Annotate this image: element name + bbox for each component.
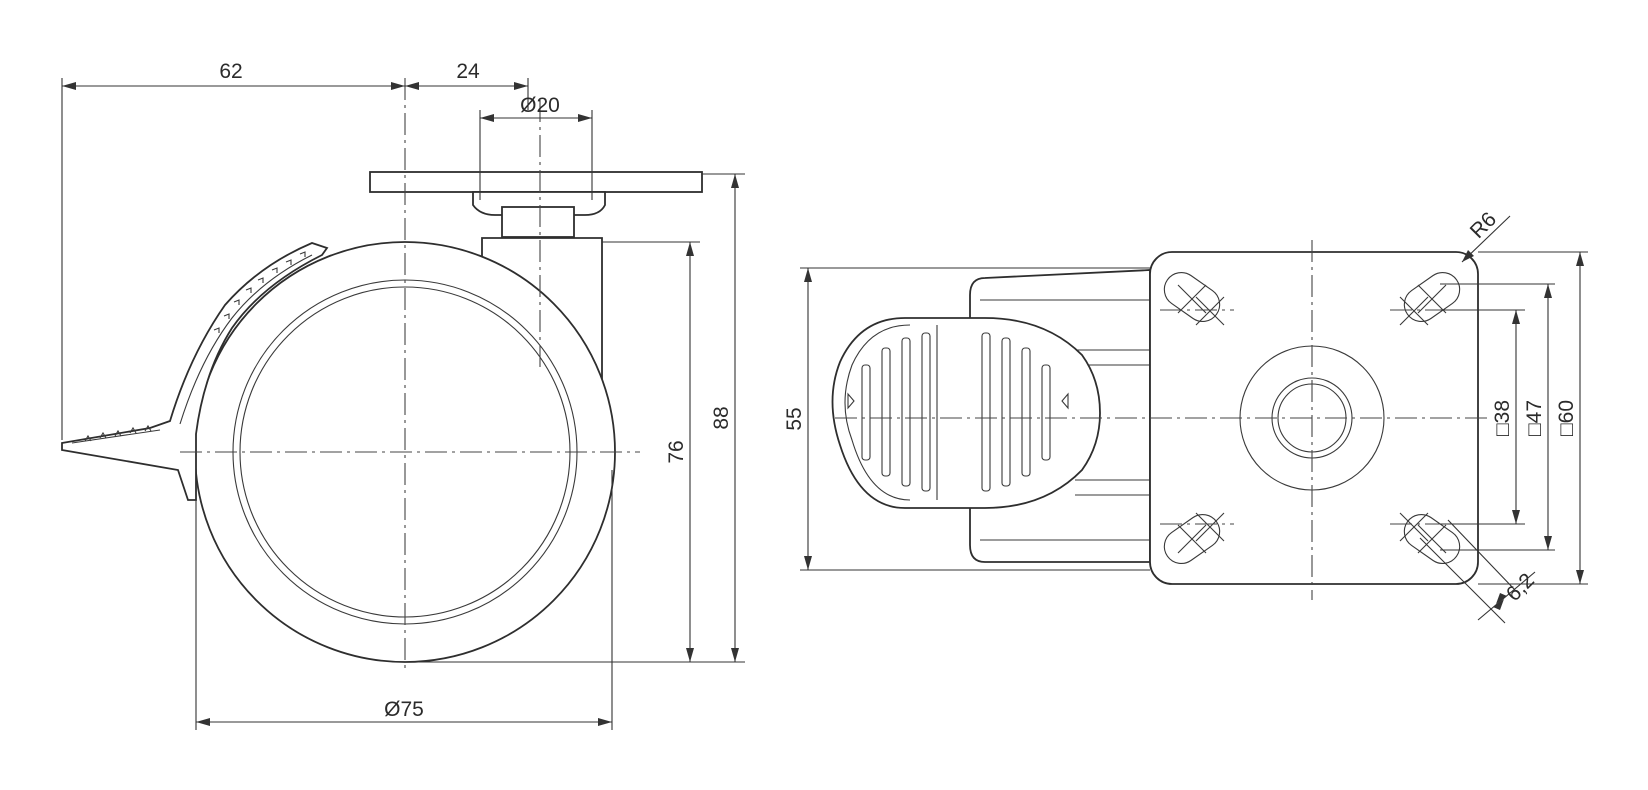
dim-88: 88 [710,406,733,429]
dim-62: 62 [219,60,242,83]
side-view: 62 24 Ø20 76 88 Ø75 [61,60,745,730]
brake-lever [61,242,329,501]
dim-55: 55 [783,407,806,430]
dim-76: 76 [665,440,688,463]
dim-diameter-20: Ø20 [520,94,560,117]
brake-teeth [84,251,306,442]
dim-slot-6-2: 6,2 [1502,569,1539,606]
mounting-slots [1163,271,1461,565]
mounting-plate [369,171,703,193]
dim-radius-6: R6 [1466,208,1501,243]
dim-square-47: □47 [1523,400,1546,436]
dim-diameter-75: Ø75 [384,698,424,721]
dim-24: 24 [456,60,480,83]
dim-square-60: □60 [1555,400,1578,436]
stem [501,206,575,238]
dim-square-38: □38 [1491,400,1514,436]
pedal-ribs [847,332,1069,492]
plan-view: 55 R6 □38 □47 □60 6,2 [783,208,1588,624]
brake-pedal [831,317,1101,509]
